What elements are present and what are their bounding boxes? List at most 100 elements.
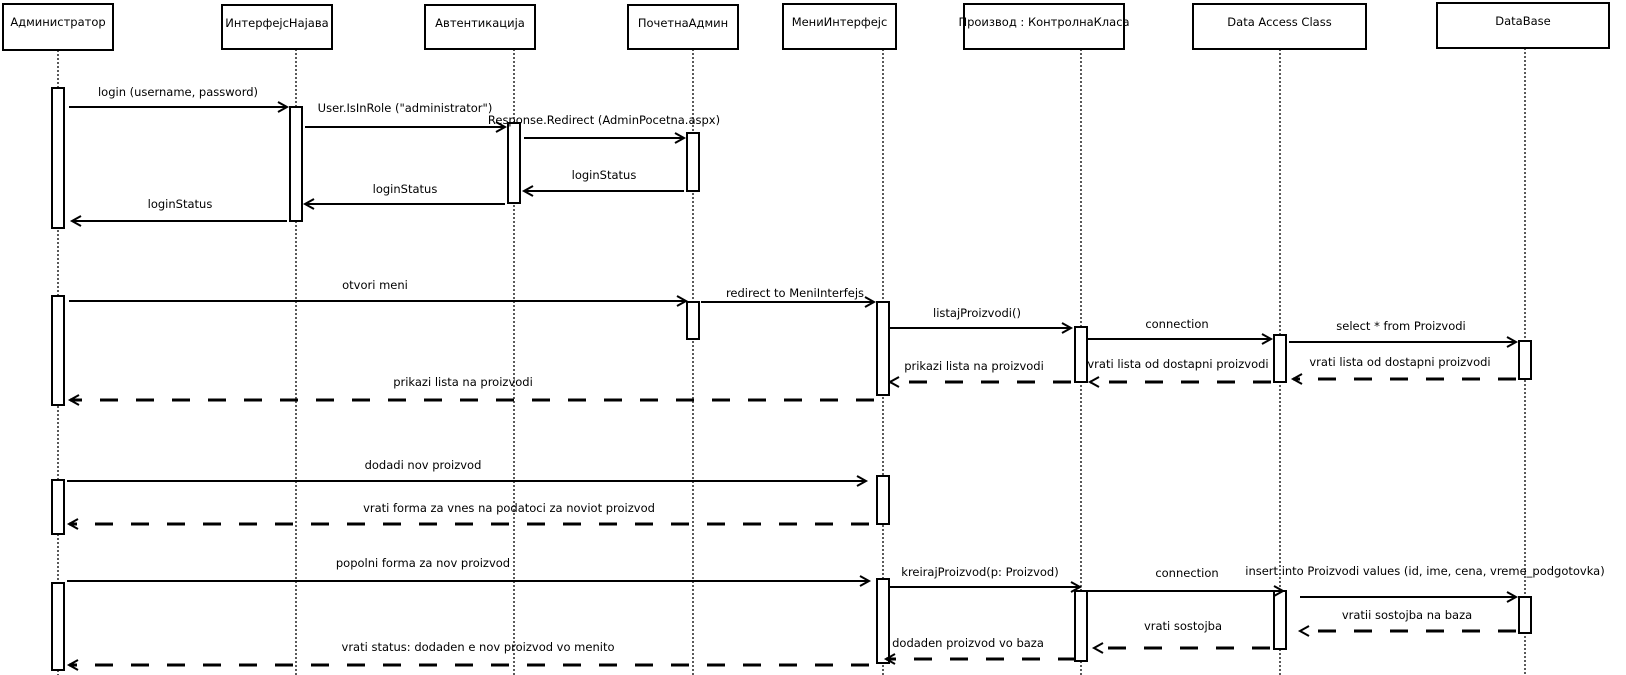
lifeline-home: ПочетнаАдмин (627, 4, 739, 675)
message-label: loginStatus (148, 197, 213, 211)
open-arrowhead-icon (277, 101, 290, 113)
call-message[interactable]: kreirajProizvod(p: Proizvod) (890, 565, 1083, 593)
message-label: loginStatus (373, 182, 438, 196)
lifeline-header-box[interactable] (1436, 2, 1610, 49)
message-label: connection (1145, 317, 1208, 331)
lifeline-header-box[interactable] (221, 4, 333, 50)
call-message[interactable]: redirect to MeniInterfejs (701, 286, 877, 308)
lifeline-product: Производ : КонтролнаКласа (958, 3, 1130, 675)
lifeline-dal: Data Access Class (1192, 3, 1367, 675)
open-arrowhead-icon (521, 185, 534, 197)
messages: login (username, password) User.IsInRole … (66, 85, 1605, 671)
return-message[interactable]: prikazi lista na proizvodi (887, 359, 1071, 388)
open-arrowhead-icon (883, 653, 896, 665)
message-label: dodadi nov proizvod (365, 458, 482, 472)
return-message[interactable]: vrati lista od dostapni proizvodi (1087, 357, 1271, 388)
open-arrowhead-icon (856, 475, 869, 487)
open-arrowhead-icon (676, 295, 689, 307)
open-arrowhead-icon (1261, 333, 1274, 345)
lifeline-header-box[interactable] (963, 3, 1125, 50)
message-label: connection (1155, 566, 1218, 580)
lifeline-name: Автентикација (435, 16, 525, 30)
return-message[interactable]: vrati status: dodaden e nov proizvod vo … (66, 640, 869, 671)
activation-bar-menu_ui (876, 301, 890, 396)
lifeline-header-box[interactable] (782, 3, 897, 50)
activation-bar-db (1518, 340, 1532, 380)
call-message[interactable]: dodadi nov proizvod (67, 458, 869, 487)
lifeline-name: Производ : КонтролнаКласа (958, 15, 1129, 29)
message-label: User.IsInRole ("administrator") (318, 101, 493, 115)
message-label: vrati forma za vnes na podatoci za novio… (363, 501, 655, 515)
open-arrowhead-icon (864, 296, 877, 308)
activation-bar-menu_ui (876, 578, 890, 664)
call-message[interactable]: User.IsInRole ("administrator") (305, 101, 508, 133)
call-message[interactable]: connection (1088, 566, 1286, 597)
call-message[interactable]: popolni forma za nov proizvod (67, 556, 872, 587)
message-label: popolni forma za nov proizvod (336, 556, 510, 570)
call-message[interactable]: select * from Proizvodi (1289, 319, 1519, 348)
call-message[interactable]: insert into Proizvodi values (id, ime, c… (1245, 564, 1605, 603)
open-arrowhead-icon (66, 659, 79, 671)
activation-bar-home (686, 301, 700, 340)
open-arrowhead-icon (66, 518, 79, 530)
open-arrowhead-icon (1061, 322, 1074, 334)
activation-bar-dal (1273, 334, 1287, 383)
call-message[interactable]: loginStatus (302, 182, 505, 210)
lifeline-header-box[interactable] (1192, 3, 1367, 50)
activation-bar-auth (507, 122, 521, 204)
lifeline-auth: Автентикација (424, 4, 536, 675)
lifeline-header-box[interactable] (424, 4, 536, 50)
lifeline-header-box[interactable] (627, 4, 739, 50)
activation-bar-menu_ui (876, 475, 890, 525)
open-arrowhead-icon (1506, 336, 1519, 348)
activation-bar-admin (51, 87, 65, 229)
call-message[interactable]: Response.Redirect (AdminPocetna.aspx) (488, 113, 720, 144)
lifeline-name: DataBase (1495, 14, 1550, 28)
lifeline-name: ИнтерфејсНајава (225, 16, 328, 30)
return-message[interactable]: vrati forma za vnes na podatoci za novio… (66, 501, 869, 530)
open-arrowhead-icon (495, 121, 508, 133)
return-message[interactable]: vrati sostojba (1091, 619, 1270, 654)
open-arrowhead-icon (887, 376, 900, 388)
return-message[interactable]: vratii sostojba na baza (1297, 608, 1516, 637)
activation-bar-admin (51, 582, 65, 671)
open-arrowhead-icon (1087, 376, 1100, 388)
open-arrowhead-icon (1070, 581, 1083, 593)
return-message[interactable]: prikazi lista na proizvodi (67, 375, 874, 406)
lifeline-login_ui: ИнтерфејсНајава (221, 4, 333, 675)
lifeline-name: Администратор (10, 15, 105, 29)
message-label: login (username, password) (98, 85, 258, 99)
call-message[interactable]: listajProizvodi() (888, 306, 1074, 334)
call-message[interactable]: loginStatus (521, 168, 684, 197)
lifeline-name: Data Access Class (1227, 15, 1331, 29)
message-label: vratii sostojba na baza (1342, 608, 1472, 622)
call-message[interactable]: loginStatus (69, 197, 287, 227)
activation-bar-admin (51, 479, 65, 535)
open-arrowhead-icon (1273, 585, 1286, 597)
return-message[interactable]: dodaden proizvod vo baza (883, 636, 1076, 665)
message-label: prikazi lista na proizvodi (904, 359, 1044, 373)
activation-bar-product (1074, 590, 1088, 662)
message-label: vrati status: dodaden e nov proizvod vo … (342, 640, 615, 654)
message-label: redirect to MeniInterfejs (726, 286, 864, 300)
message-label: Response.Redirect (AdminPocetna.aspx) (488, 113, 720, 127)
activation-bar-home (686, 132, 700, 192)
message-label: vrati lista od dostapni proizvodi (1309, 355, 1490, 369)
message-label: insert into Proizvodi values (id, ime, c… (1245, 564, 1604, 578)
call-message[interactable]: connection (1088, 317, 1274, 345)
lifeline-menu_ui: МениИнтерфејс (782, 3, 897, 675)
open-arrowhead-icon (1091, 642, 1104, 654)
activation-bar-dal (1273, 590, 1287, 650)
lifeline-header-box[interactable] (2, 3, 114, 51)
call-message[interactable]: otvori meni (69, 278, 689, 307)
open-arrowhead-icon (302, 198, 315, 210)
open-arrowhead-icon (67, 394, 80, 406)
return-message[interactable]: vrati lista od dostapni proizvodi (1290, 355, 1516, 385)
activation-bar-db (1518, 596, 1532, 634)
activation-bars (51, 87, 1532, 671)
call-message[interactable]: login (username, password) (69, 85, 290, 113)
open-arrowhead-icon (1506, 591, 1519, 603)
message-label: kreirajProizvod(p: Proizvod) (901, 565, 1058, 579)
